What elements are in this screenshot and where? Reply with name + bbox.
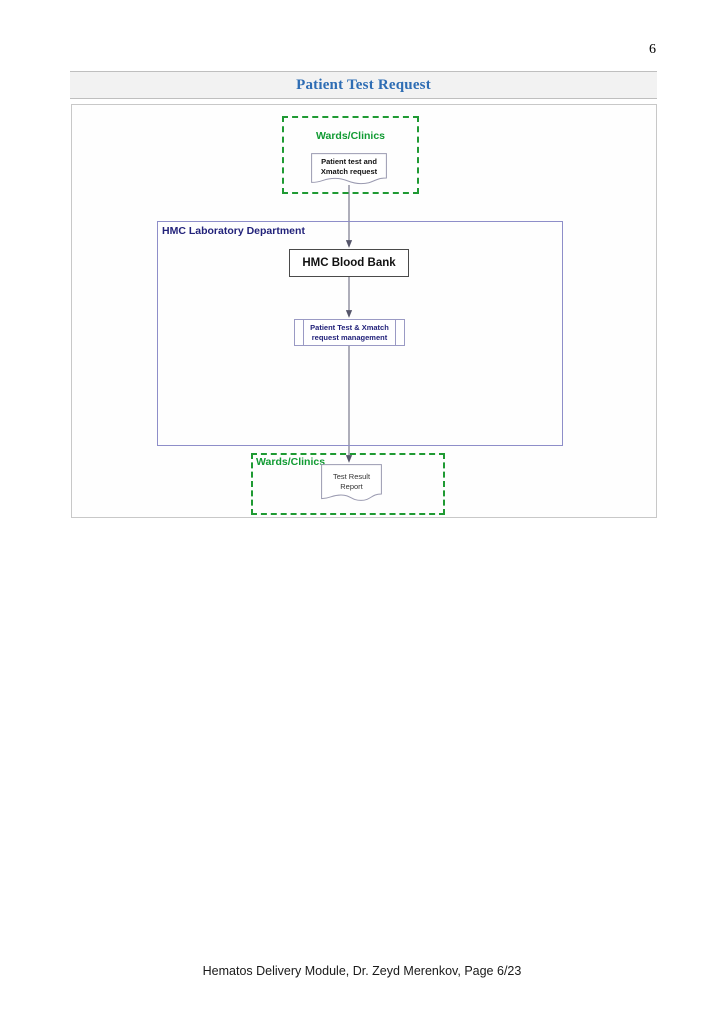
slide-body-frame: Wards/Clinics Patient test and Xmatch re… <box>71 104 657 518</box>
swimlane-wards-clinics-top: Wards/Clinics <box>282 116 419 194</box>
page-footer: Hematos Delivery Module, Dr. Zeyd Merenk… <box>202 964 522 978</box>
node-hmc-blood-bank-label: HMC Blood Bank <box>302 257 396 269</box>
swimlane-hmc-laboratory-department: HMC Laboratory Department <box>157 221 563 446</box>
node-label-line-2: Report <box>340 482 363 491</box>
node-patient-test-request-label: Patient test and Xmatch request <box>315 157 383 177</box>
swimlane-label-wards-clinics-bottom: Wards/Clinics <box>256 456 326 468</box>
node-test-result-report: Test Result Report <box>321 464 382 502</box>
node-request-management-label: Patient Test & Xmatch request management <box>305 320 394 345</box>
document-shape-icon <box>321 464 382 501</box>
swimlane-wards-clinics-bottom: Wards/Clinics <box>251 453 445 515</box>
page-number: 6 <box>649 42 656 57</box>
node-request-management: Patient Test & Xmatch request management <box>294 319 405 346</box>
node-hmc-blood-bank: HMC Blood Bank <box>289 249 409 277</box>
slide-title: Patient Test Request <box>296 76 431 93</box>
node-label-line-1: Patient test and <box>321 157 377 166</box>
node-label-line-2: request management <box>311 332 388 342</box>
slide-header-bar: Patient Test Request <box>70 71 657 99</box>
node-patient-test-request: Patient test and Xmatch request <box>311 153 387 185</box>
swimlane-label-hmc-laboratory-department: HMC Laboratory Department <box>162 225 305 237</box>
document-shape-icon <box>311 153 387 185</box>
node-test-result-report-label: Test Result Report <box>325 472 378 492</box>
flow-diagram: Wards/Clinics Patient test and Xmatch re… <box>72 105 656 517</box>
node-label-line-2: Xmatch request <box>320 167 378 176</box>
node-label-line-1: Test Result <box>332 472 371 481</box>
swimlane-label-wards-clinics-top: Wards/Clinics <box>315 130 386 142</box>
node-label-line-1: Patient Test & Xmatch <box>310 322 389 332</box>
